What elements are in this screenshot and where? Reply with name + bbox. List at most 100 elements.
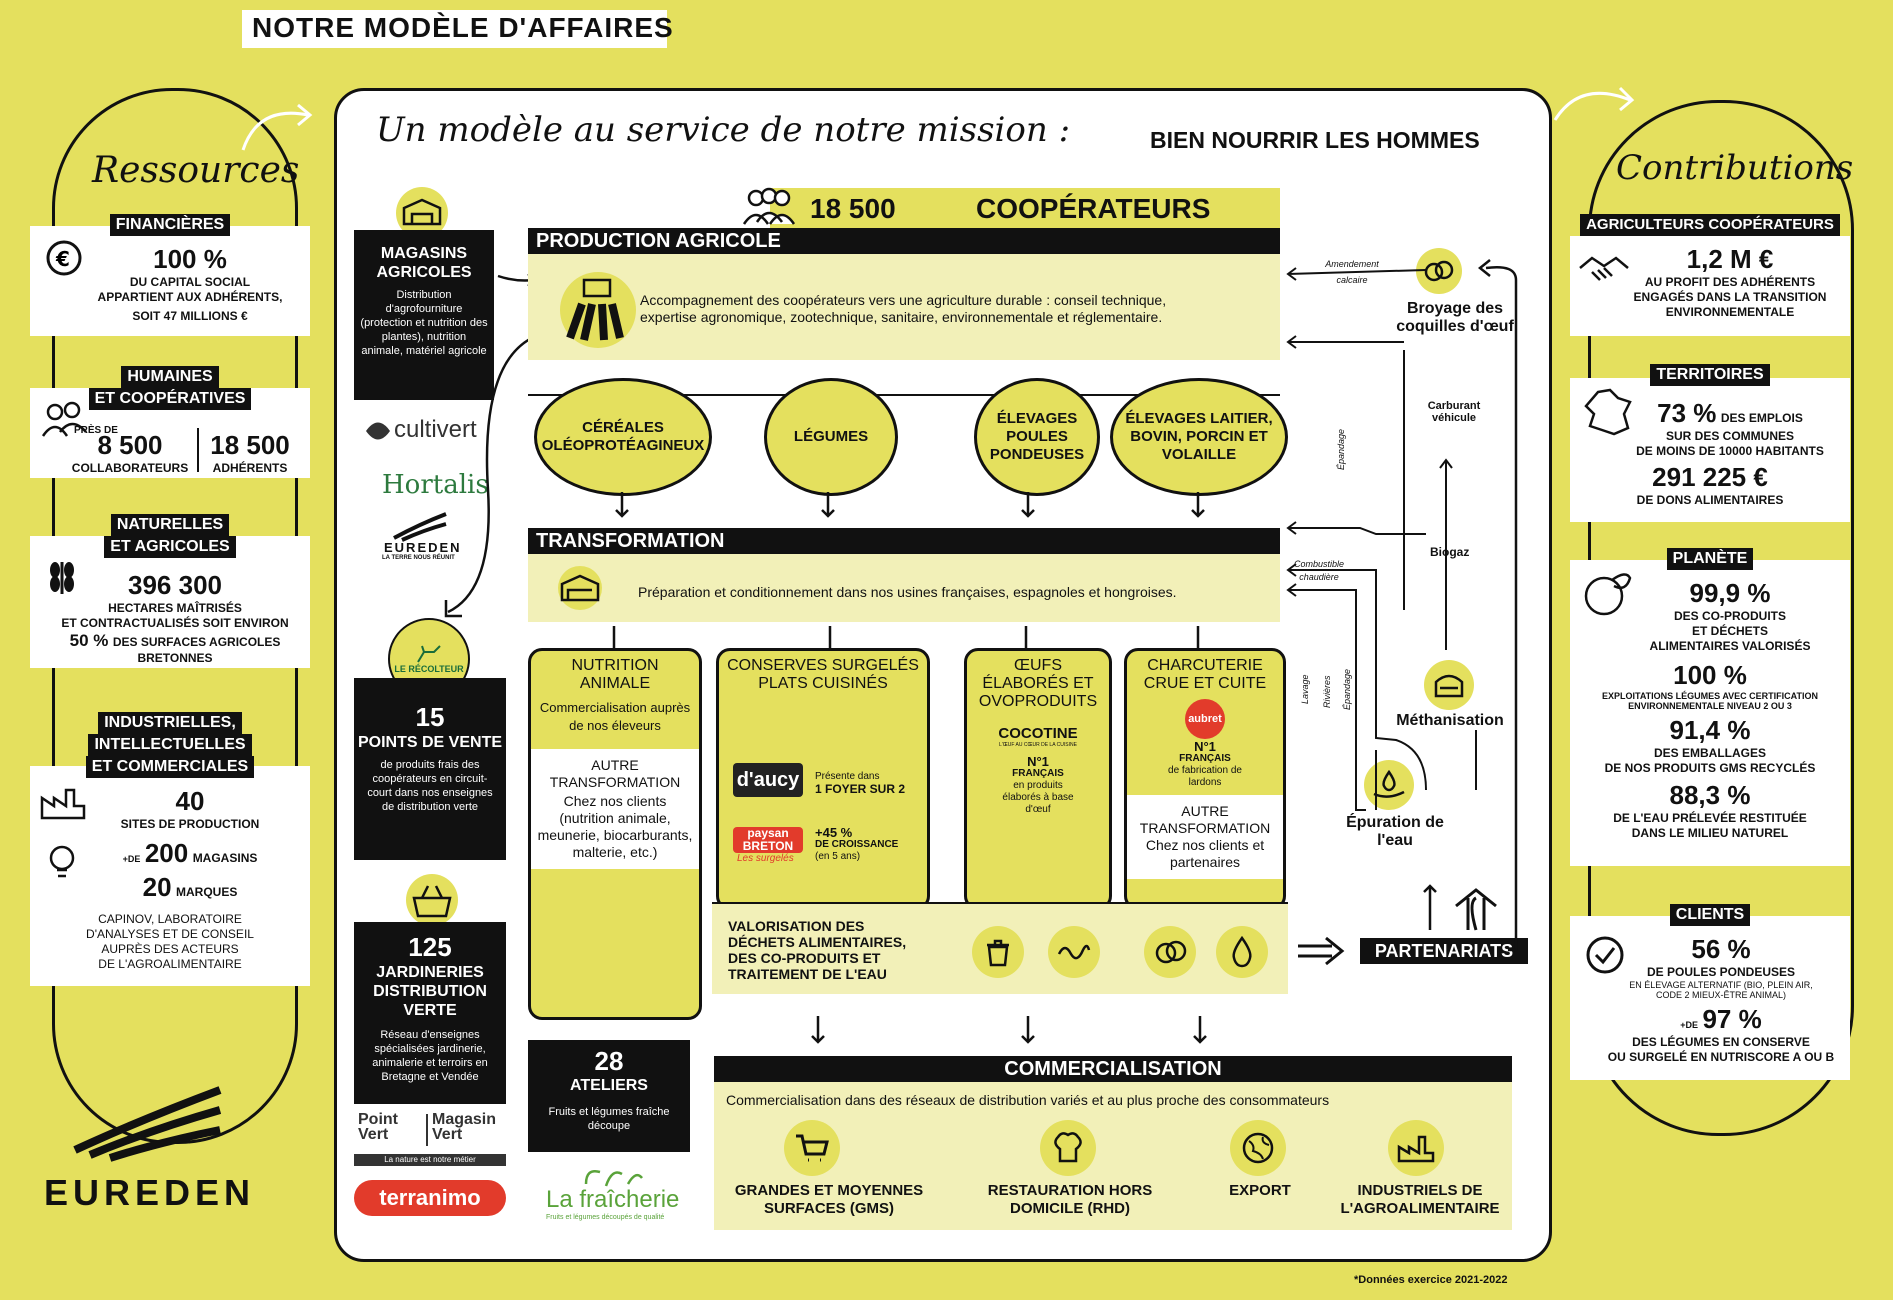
mission-script: Un modèle au service de notre mission : — [376, 110, 1071, 150]
agri-value: 1,2 M € — [1686, 244, 1774, 274]
commercialisation-text: Commercialisation dans des réseaux de di… — [726, 1092, 1330, 1108]
financieres-l3: SOIT 47 MILLIONS € — [132, 309, 248, 323]
eureden-small-sub: LA TERRE NOUS RÉUNIT — [382, 555, 455, 561]
epuration-label: Épuration de l'eau — [1346, 814, 1444, 849]
eggshell-broken-icon — [1424, 260, 1454, 282]
fraicherie-leaf-icon — [584, 1170, 643, 1187]
cocotine-sub: L'ŒUF AU CŒUR DE LA CUISINE — [999, 742, 1077, 748]
transformation-box — [528, 554, 1280, 622]
pointvert-b: Magasin Vert — [432, 1111, 497, 1143]
ateliers-value: 28 — [594, 1046, 624, 1076]
clients-l4: DES LÉGUMES EN CONSERVE — [1632, 1035, 1810, 1049]
planete-tag: PLANÈTE — [1666, 548, 1754, 570]
agri-card — [1570, 236, 1850, 336]
points-value: 15 — [415, 702, 445, 732]
cooperateurs-label: COOPÉRATEURS — [976, 193, 1211, 224]
eureden-logo-icon — [73, 1086, 222, 1162]
cat-industriels: INDUSTRIELS DE L'AGROALIMENTAIRE — [1340, 1182, 1500, 1217]
industrielles-tag3: ET COMMERCIALES — [85, 756, 255, 778]
financieres-value: 100 % — [153, 244, 227, 274]
points-desc: de produits frais des coopérateurs en ci… — [367, 759, 493, 813]
charcuterie-autre-sub: Chez nos clients et partenaires — [1145, 837, 1265, 870]
humaines-tag1: HUMAINES — [121, 366, 219, 388]
production-text2: expertise agronomique, zootechnique, san… — [640, 309, 1163, 325]
footnote: *Données exercice 2021-2022 — [1354, 1274, 1508, 1286]
nutrition-title: NUTRITION ANIMALE — [571, 657, 659, 692]
euro-icon: € — [46, 240, 82, 276]
oeufs-t3: en produits élaborés à base d'œuf — [1002, 780, 1074, 815]
cart-circle — [784, 1120, 840, 1176]
curved-arrow-right — [1553, 86, 1635, 121]
valo-bin-circle — [972, 926, 1024, 978]
cultivert-logo: cultivert — [394, 416, 477, 443]
tractor-icon — [560, 272, 636, 348]
factory-small-icon — [558, 566, 602, 610]
cultivert-logo-icon — [366, 422, 390, 440]
pointvert-c: La nature est notre métier — [354, 1154, 506, 1166]
daucy-t2: 1 FOYER SUR 2 — [815, 782, 906, 796]
col-conserves: CONSERVES SURGELÉS PLATS CUISINÉS d'aucy… — [716, 648, 930, 910]
oval-cereales: CÉRÉALES OLÉOPROTÉAGINEUX — [534, 378, 712, 496]
valorisation-text: VALORISATION DES DÉCHETS ALIMENTAIRES, D… — [728, 918, 907, 982]
lightbulb-icon — [49, 845, 75, 878]
france-map-icon — [1584, 388, 1632, 436]
oeufs-t1: N°1 — [1027, 754, 1049, 769]
amendement-label: Amendement calcaire — [1325, 259, 1379, 285]
methanisation-label: Méthanisation — [1396, 712, 1504, 729]
ateliers-desc: Fruits et légumes fraîche découpe — [548, 1106, 670, 1132]
nutrition-autre: AUTRE TRANSFORMATION — [549, 757, 681, 790]
carburant-label: Carburant véhicule — [1427, 400, 1481, 424]
mission-text: BIEN NOURRIR LES HOMMES — [1150, 127, 1480, 153]
industrielles-l5: D'ANALYSES ET DE CONSEIL — [86, 927, 254, 941]
chef-circle — [1040, 1120, 1096, 1176]
eureden-small-logo: EUREDEN — [384, 540, 462, 555]
oeufs-title: ŒUFS ÉLABORÉS ET OVOPRODUITS — [978, 657, 1098, 710]
territoires-l1: DES EMPLOIS — [1720, 411, 1803, 425]
industrielles-card — [30, 766, 310, 986]
deer-icon — [417, 645, 441, 663]
humaines-tag2: ET COOPÉRATIVES — [88, 388, 252, 410]
valo-peel-circle — [1048, 926, 1100, 978]
cart-icon — [796, 1134, 829, 1162]
industry-icon — [1397, 1135, 1435, 1163]
partenariats-label: PARTENARIATS — [1360, 938, 1528, 964]
chef-hat-icon — [1054, 1132, 1082, 1163]
pointvert-logo: Point Vert Magasin Vert La nature est no… — [354, 1110, 506, 1166]
group-icon — [742, 187, 796, 225]
magasins-title: MAGASINS AGRICOLES — [376, 245, 472, 281]
conserves-title: CONSERVES SURGELÉS PLATS CUISINÉS — [727, 657, 919, 692]
territoires-tag: TERRITOIRES — [1650, 364, 1770, 386]
globe-icon — [1242, 1132, 1274, 1164]
planete-l6: DES EMBALLAGES — [1653, 746, 1766, 760]
transformation-text: Préparation et conditionnement dans nos … — [638, 584, 1177, 600]
arrows-to-commercialisation — [811, 1016, 1207, 1044]
eggshell-icon — [1155, 940, 1187, 964]
financieres-l1: DU CAPITAL SOCIAL — [129, 275, 251, 289]
industrielles-pre2: +DE — [122, 854, 141, 864]
arrow-valorisation-partenariats — [1298, 936, 1345, 966]
jardineries-card — [354, 922, 506, 1104]
daucy-t1: Présente dans — [815, 771, 880, 782]
contributions-title: Contributions — [1616, 148, 1854, 188]
epuration-circle — [1364, 760, 1414, 810]
territoires-l4: DE DONS ALIMENTAIRES — [1636, 493, 1784, 507]
fraicherie-sub: Fruits et légumes découpés de qualité — [546, 1214, 665, 1221]
territoires-l2: SUR DES COMMUNES — [1665, 429, 1794, 443]
cooperateurs-bar — [770, 188, 1280, 232]
financieres-l2: APPARTIENT AUX ADHÉRENTS, — [97, 290, 283, 304]
pointvert-divider — [426, 1114, 428, 1146]
check-circle-icon — [1586, 936, 1624, 974]
store-icon — [396, 187, 448, 239]
naturelles-l1: HECTARES MAÎTRISÉS — [108, 601, 242, 615]
industrielles-v1: 40 — [175, 786, 205, 816]
magasins-desc: Distribution d'agrofourniture (protectio… — [360, 289, 488, 357]
ateliers-card — [528, 1040, 690, 1152]
page-title-box — [242, 10, 667, 48]
cooperateurs-value: 18 500 — [810, 193, 896, 224]
humaines-divider — [197, 428, 199, 472]
commercialisation-title-bar — [714, 1056, 1512, 1082]
planete-l1: DES CO-PRODUITS — [1673, 609, 1786, 623]
biogaz-label: Biogaz — [1430, 545, 1470, 559]
clients-l2: EN ÉLEVAGE ALTERNATIF (BIO, PLEIN AIR, — [1629, 980, 1813, 990]
pointvert-a: Point Vert — [358, 1111, 398, 1143]
